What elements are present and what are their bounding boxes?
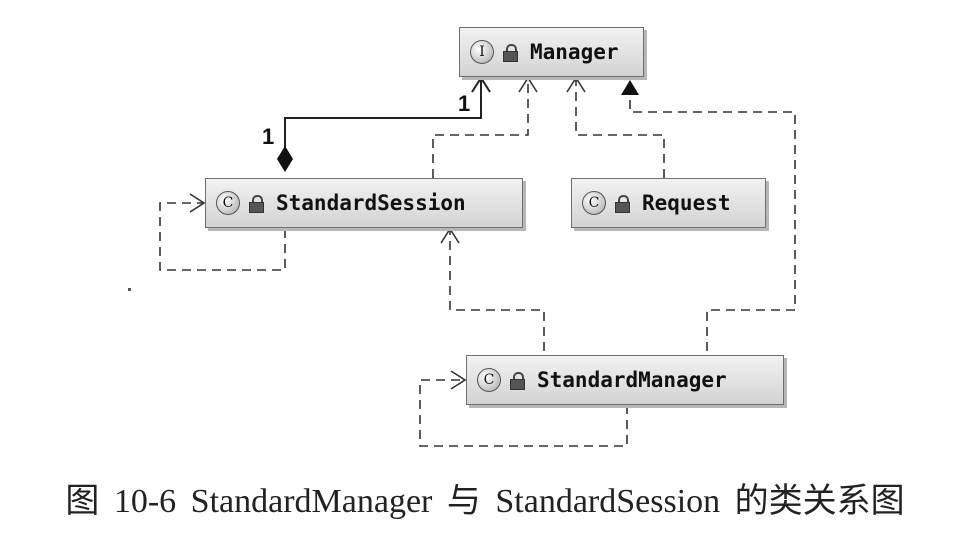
session-to-manager-edge <box>432 78 529 178</box>
multiplicity-session-end: 1 <box>262 124 275 149</box>
interface-icon: I <box>470 40 494 64</box>
lock-icon <box>503 43 518 62</box>
session-to-manager-arrowhead <box>518 76 538 93</box>
lock-icon <box>249 194 264 213</box>
class-icon: C <box>582 191 606 215</box>
standardmanager-to-session-arrowhead <box>440 227 460 244</box>
composition-edge <box>284 78 482 160</box>
multiplicity-manager-end: 1 <box>458 91 471 116</box>
composition-arrowhead <box>471 76 491 93</box>
class-name: StandardSession <box>276 191 466 215</box>
figure-caption: 图 10-6 StandardManager 与 StandardSession… <box>65 483 905 520</box>
standardmanager-to-manager-edge <box>629 95 796 351</box>
class-name: Manager <box>530 40 619 64</box>
standardmanager-self-loop <box>419 379 628 447</box>
class-name: Request <box>642 191 731 215</box>
class-name: StandardManager <box>537 368 727 392</box>
class-standard-manager[interactable]: C StandardManager <box>466 355 784 405</box>
class-manager[interactable]: I Manager <box>459 27 644 77</box>
standardmanager-self-loop-arrowhead <box>450 370 467 390</box>
class-icon: C <box>477 368 501 392</box>
request-to-manager-arrowhead <box>566 76 586 93</box>
stray-dot <box>128 288 131 291</box>
standardmanager-to-session-edge <box>449 229 545 351</box>
composition-diamond <box>277 146 293 172</box>
class-request[interactable]: C Request <box>571 178 766 228</box>
session-self-loop <box>159 202 286 271</box>
session-self-loop-arrowhead <box>189 193 206 213</box>
class-icon: C <box>216 191 240 215</box>
lock-icon <box>615 194 630 213</box>
request-to-manager-edge <box>575 78 665 178</box>
standardmanager-to-manager-triangle <box>621 80 639 95</box>
lock-icon <box>510 371 525 390</box>
class-standard-session[interactable]: C StandardSession <box>205 178 523 228</box>
